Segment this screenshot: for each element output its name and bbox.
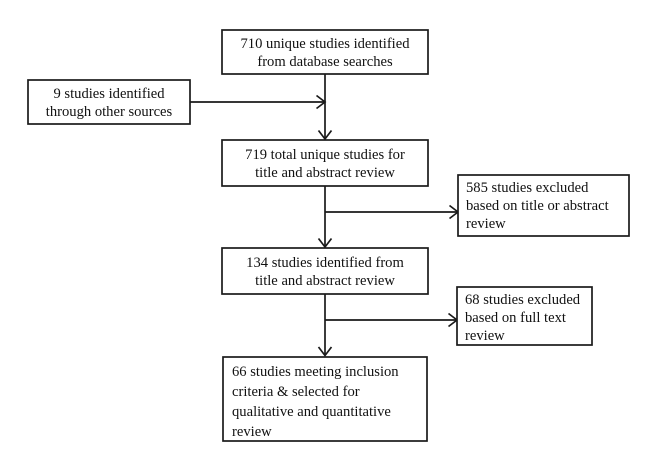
edge-database-to-total: [317, 74, 333, 141]
node-identified-title-line-1: 134 studies identified from: [246, 255, 404, 271]
node-included-final-line-3: qualitative and quantitative: [232, 404, 391, 420]
node-identified-database: 710 unique studies identified from datab…: [221, 29, 429, 75]
edge-other-sources-to-main: [190, 94, 327, 110]
node-identified-other-sources-line-1: 9 studies identified: [53, 86, 165, 102]
node-excluded-title-line-1: 585 studies excluded: [466, 180, 589, 196]
node-included-final-line-2: criteria & selected for: [232, 384, 360, 400]
edge-identified-to-included: [317, 294, 333, 357]
node-included-final: 66 studies meeting inclusion criteria & …: [222, 356, 428, 442]
node-excluded-fulltext-line-3: review: [465, 328, 505, 344]
node-included-final-line-4: review: [232, 424, 272, 440]
node-identified-other-sources: 9 studies identified through other sourc…: [27, 79, 191, 125]
node-excluded-full-text: 68 studies excluded based on full text r…: [456, 286, 593, 346]
node-identified-database-line-1: 710 unique studies identified: [240, 36, 410, 52]
node-identified-database-line-2: from database searches: [257, 54, 393, 70]
node-identified-title-line-2: title and abstract review: [255, 273, 395, 289]
node-identified-title-abstract: 134 studies identified from title and ab…: [221, 247, 429, 295]
node-excluded-title-line-2: based on title or abstract: [466, 198, 609, 214]
edge-total-to-identified-title: [317, 186, 333, 249]
node-total-unique-line-1: 719 total unique studies for: [245, 147, 405, 163]
edge-identified-to-excluded-fulltext: [325, 312, 459, 328]
node-excluded-fulltext-line-2: based on full text: [465, 310, 566, 326]
node-total-unique-line-2: title and abstract review: [255, 165, 395, 181]
node-excluded-title-line-3: review: [466, 216, 506, 232]
node-total-unique-title-abstract: 719 total unique studies for title and a…: [221, 139, 429, 187]
node-identified-other-sources-line-2: through other sources: [46, 104, 173, 120]
edge-total-to-excluded-title: [325, 204, 460, 220]
node-included-final-line-1: 66 studies meeting inclusion: [232, 364, 399, 380]
node-excluded-fulltext-line-1: 68 studies excluded: [465, 292, 581, 308]
node-excluded-title-abstract: 585 studies excluded based on title or a…: [457, 174, 630, 237]
